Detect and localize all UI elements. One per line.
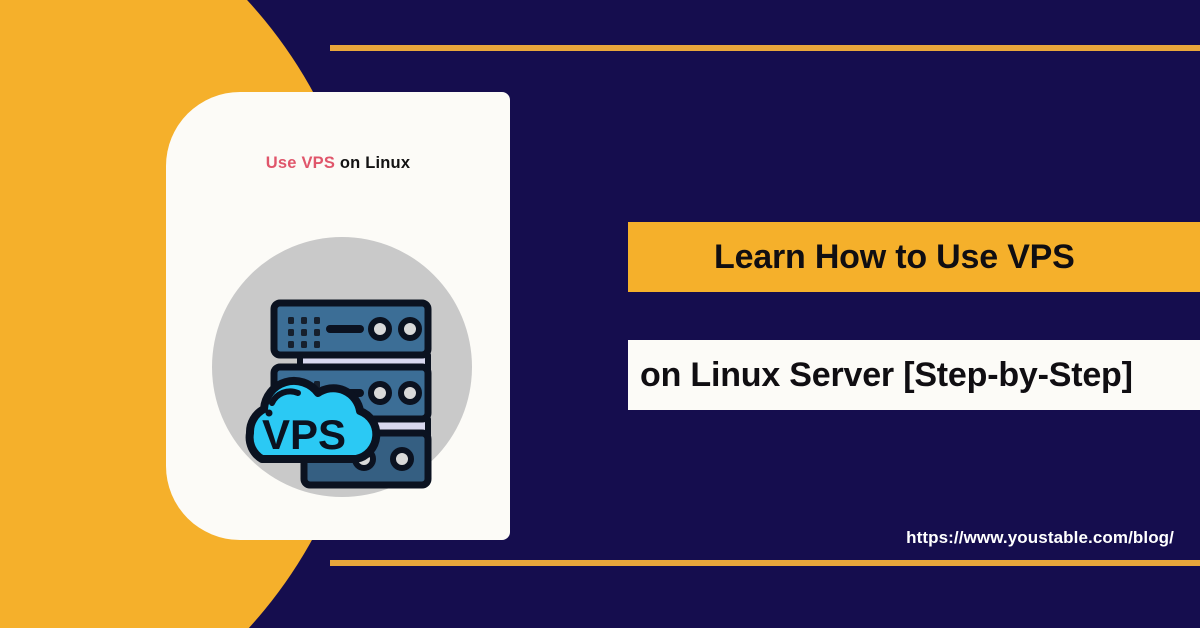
vps-illustration: VPS <box>212 237 472 497</box>
headline-line-1: Learn How to Use VPS <box>714 237 1075 276</box>
cloud-shape <box>245 376 381 463</box>
card-title-accent: Use VPS <box>265 154 336 172</box>
headline-bar-primary: Learn How to Use VPS <box>628 222 1200 292</box>
footer-url[interactable]: https://www.youstable.com/blog/ <box>906 528 1174 547</box>
product-card: Use VPS on Linux <box>166 92 510 540</box>
card-title: Use VPS on Linux <box>166 154 510 173</box>
bottom-divider-line <box>330 560 1200 566</box>
card-title-plain: on Linux <box>335 154 411 172</box>
headline-line-2: on Linux Server [Step-by-Step] <box>640 355 1133 394</box>
top-divider-line <box>330 45 1200 51</box>
server-stack-icon: VPS <box>245 299 432 489</box>
headline-bar-secondary: on Linux Server [Step-by-Step] <box>628 340 1200 410</box>
cloud-label: VPS <box>262 411 346 458</box>
